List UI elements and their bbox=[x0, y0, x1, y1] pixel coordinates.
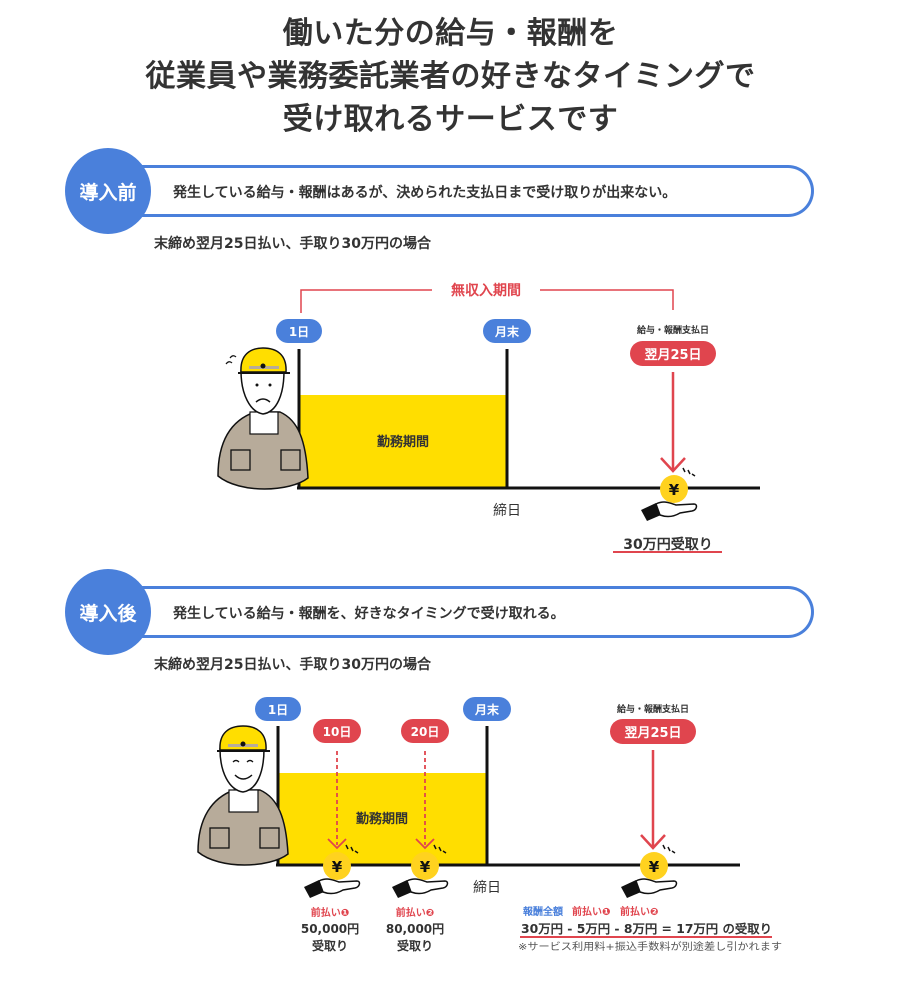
summary-note: ※サービス利用料+振込手数料が別途差し引かれます bbox=[518, 940, 782, 953]
payday-caption: 給与・報酬支払日 bbox=[617, 703, 689, 715]
svg-text:¥: ¥ bbox=[649, 858, 660, 876]
work-period-label: 勤務期間 bbox=[377, 434, 429, 450]
after-banner: 発生している給与・報酬を、好きなタイミングで受け取れる。 bbox=[108, 586, 814, 638]
advance-2-tag: 前払い❷ bbox=[396, 906, 435, 919]
summary-tag-total: 報酬全額 bbox=[523, 905, 563, 918]
advance-arrow-1 bbox=[327, 751, 347, 850]
start-day-pill: 1日 bbox=[276, 319, 322, 343]
advance-1-tag: 前払い❶ bbox=[311, 906, 350, 919]
headline-line-3: 受け取れるサービスです bbox=[282, 102, 619, 137]
coins-group: ¥ ¥ ¥ bbox=[304, 844, 678, 898]
svg-text:月末: 月末 bbox=[474, 702, 500, 717]
before-case-label: 末締め翌月25日払い、手取り30万円の場合 bbox=[154, 236, 431, 252]
payday-caption: 給与・報酬支払日 bbox=[637, 324, 709, 336]
worker-illustration-happy bbox=[197, 725, 289, 866]
month-end-pill: 月末 bbox=[483, 319, 531, 343]
cutoff-label: 締日 bbox=[493, 502, 521, 519]
svg-text:¥: ¥ bbox=[669, 481, 680, 499]
svg-text:月末: 月末 bbox=[494, 324, 520, 339]
svg-text:翌月25日: 翌月25日 bbox=[624, 726, 681, 741]
advance-arrow-2 bbox=[415, 751, 435, 850]
yen-coin-icon: ¥ bbox=[640, 844, 676, 880]
after-description: 発生している給与・報酬を、好きなタイミングで受け取れる。 bbox=[173, 606, 565, 622]
before-description: 発生している給与・報酬はあるが、決められた支払日まで受け取りが出来ない。 bbox=[173, 185, 677, 201]
payday-pill: 翌月25日 bbox=[610, 719, 696, 744]
receive-label: 30万円受取り bbox=[623, 536, 712, 553]
headline-line-2: 従業員や業務委託業者の好きなタイミングで bbox=[145, 59, 756, 94]
no-income-label: 無収入期間 bbox=[451, 282, 521, 299]
svg-text:¥: ¥ bbox=[420, 858, 431, 876]
payday-pill: 翌月25日 bbox=[630, 341, 716, 366]
advance-1-receive: 受取り bbox=[312, 938, 348, 953]
work-period-label: 勤務期間 bbox=[356, 811, 408, 827]
advance-1-amount: 50,000円 bbox=[301, 922, 359, 936]
no-income-bracket: 無収入期間 bbox=[300, 282, 674, 313]
receiving-hand-icon bbox=[621, 878, 678, 898]
before-banner: 発生している給与・報酬はあるが、決められた支払日まで受け取りが出来ない。 bbox=[108, 165, 814, 217]
after-badge: 導入後 bbox=[65, 569, 151, 655]
svg-text:翌月25日: 翌月25日 bbox=[644, 348, 701, 363]
headline-line-1: 働いた分の給与・報酬を bbox=[282, 16, 619, 51]
summary-tag-advance-1: 前払い❶ bbox=[572, 905, 611, 918]
yen-coin-icon: ¥ bbox=[323, 844, 359, 880]
cutoff-label: 締日 bbox=[473, 879, 501, 896]
headline: 働いた分の給与・報酬を 従業員や業務委託業者の好きなタイミングで 受け取れるサー… bbox=[0, 12, 901, 141]
yen-coin-icon: ¥ bbox=[411, 844, 447, 880]
summary-formula: 30万円 - 5万円 - 8万円 = 17万円 の受取り bbox=[521, 921, 772, 936]
svg-text:10日: 10日 bbox=[323, 725, 352, 739]
svg-text:1日: 1日 bbox=[268, 703, 288, 717]
receiving-hand-icon bbox=[304, 878, 361, 898]
after-case-label: 末締め翌月25日払い、手取り30万円の場合 bbox=[154, 657, 431, 673]
work-period-area bbox=[278, 773, 487, 865]
start-day-pill: 1日 bbox=[255, 697, 301, 721]
payday-arrow bbox=[640, 750, 666, 850]
month-end-pill: 月末 bbox=[463, 697, 511, 721]
before-diagram: 無収入期間 1日 月末 給与・報酬支払日 翌月25日 勤務期間 締日 ¥ bbox=[217, 282, 760, 553]
advance-day-pill-10: 10日 bbox=[313, 719, 361, 743]
svg-text:1日: 1日 bbox=[289, 325, 309, 339]
worker-illustration-worried bbox=[217, 347, 309, 490]
advance-2-receive: 受取り bbox=[397, 938, 433, 953]
svg-text:20日: 20日 bbox=[411, 725, 440, 739]
before-badge: 導入前 bbox=[65, 148, 151, 234]
after-diagram: 1日 月末 10日 20日 給与・報酬支払日 翌月25日 勤務期間 締日 ¥¥¥… bbox=[197, 697, 782, 953]
payday-arrow bbox=[660, 372, 686, 473]
receiving-hand-icon bbox=[641, 501, 698, 521]
svg-text:¥: ¥ bbox=[332, 858, 343, 876]
advance-2-amount: 80,000円 bbox=[386, 922, 444, 936]
summary-tag-advance-2: 前払い❷ bbox=[620, 905, 659, 918]
advance-day-pill-20: 20日 bbox=[401, 719, 449, 743]
receiving-hand-icon bbox=[392, 878, 449, 898]
work-period-area bbox=[299, 395, 507, 488]
yen-coin-icon: ¥ bbox=[660, 467, 696, 503]
